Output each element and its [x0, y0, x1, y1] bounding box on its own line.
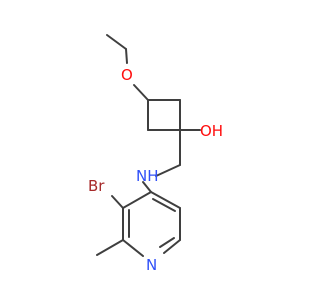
- bond-c2-methyl: [96, 239, 124, 256]
- bond-ch3-ch2: [106, 34, 127, 50]
- bromine-label: Br: [88, 177, 105, 195]
- bond-ch2-nh: [155, 164, 181, 177]
- bond-c3-br: [111, 195, 124, 209]
- bond-pyr-c6-n: [163, 239, 181, 254]
- bond-pyr-c6-n-double: [159, 237, 175, 248]
- bond-o-ring: [133, 84, 149, 101]
- bond-pyr-n-c2: [122, 239, 144, 257]
- oxygen-ether-label: O: [121, 66, 133, 84]
- molecule-structure: O OH NH Br N: [88, 34, 223, 274]
- bond-pyr-c3-c4: [122, 191, 152, 209]
- bond-pyr-c4-c5-double: [152, 198, 176, 212]
- bond-ch2-o: [125, 48, 128, 64]
- hydroxyl-label: OH: [200, 122, 223, 140]
- structure-canvas: O OH NH Br N: [88, 34, 223, 274]
- bond-nh-pyridine: [142, 181, 152, 193]
- pyridine-nitrogen-label: N: [146, 256, 157, 274]
- amine-nh-label: NH: [136, 167, 159, 185]
- bond-pyr-c4-c5: [150, 191, 181, 209]
